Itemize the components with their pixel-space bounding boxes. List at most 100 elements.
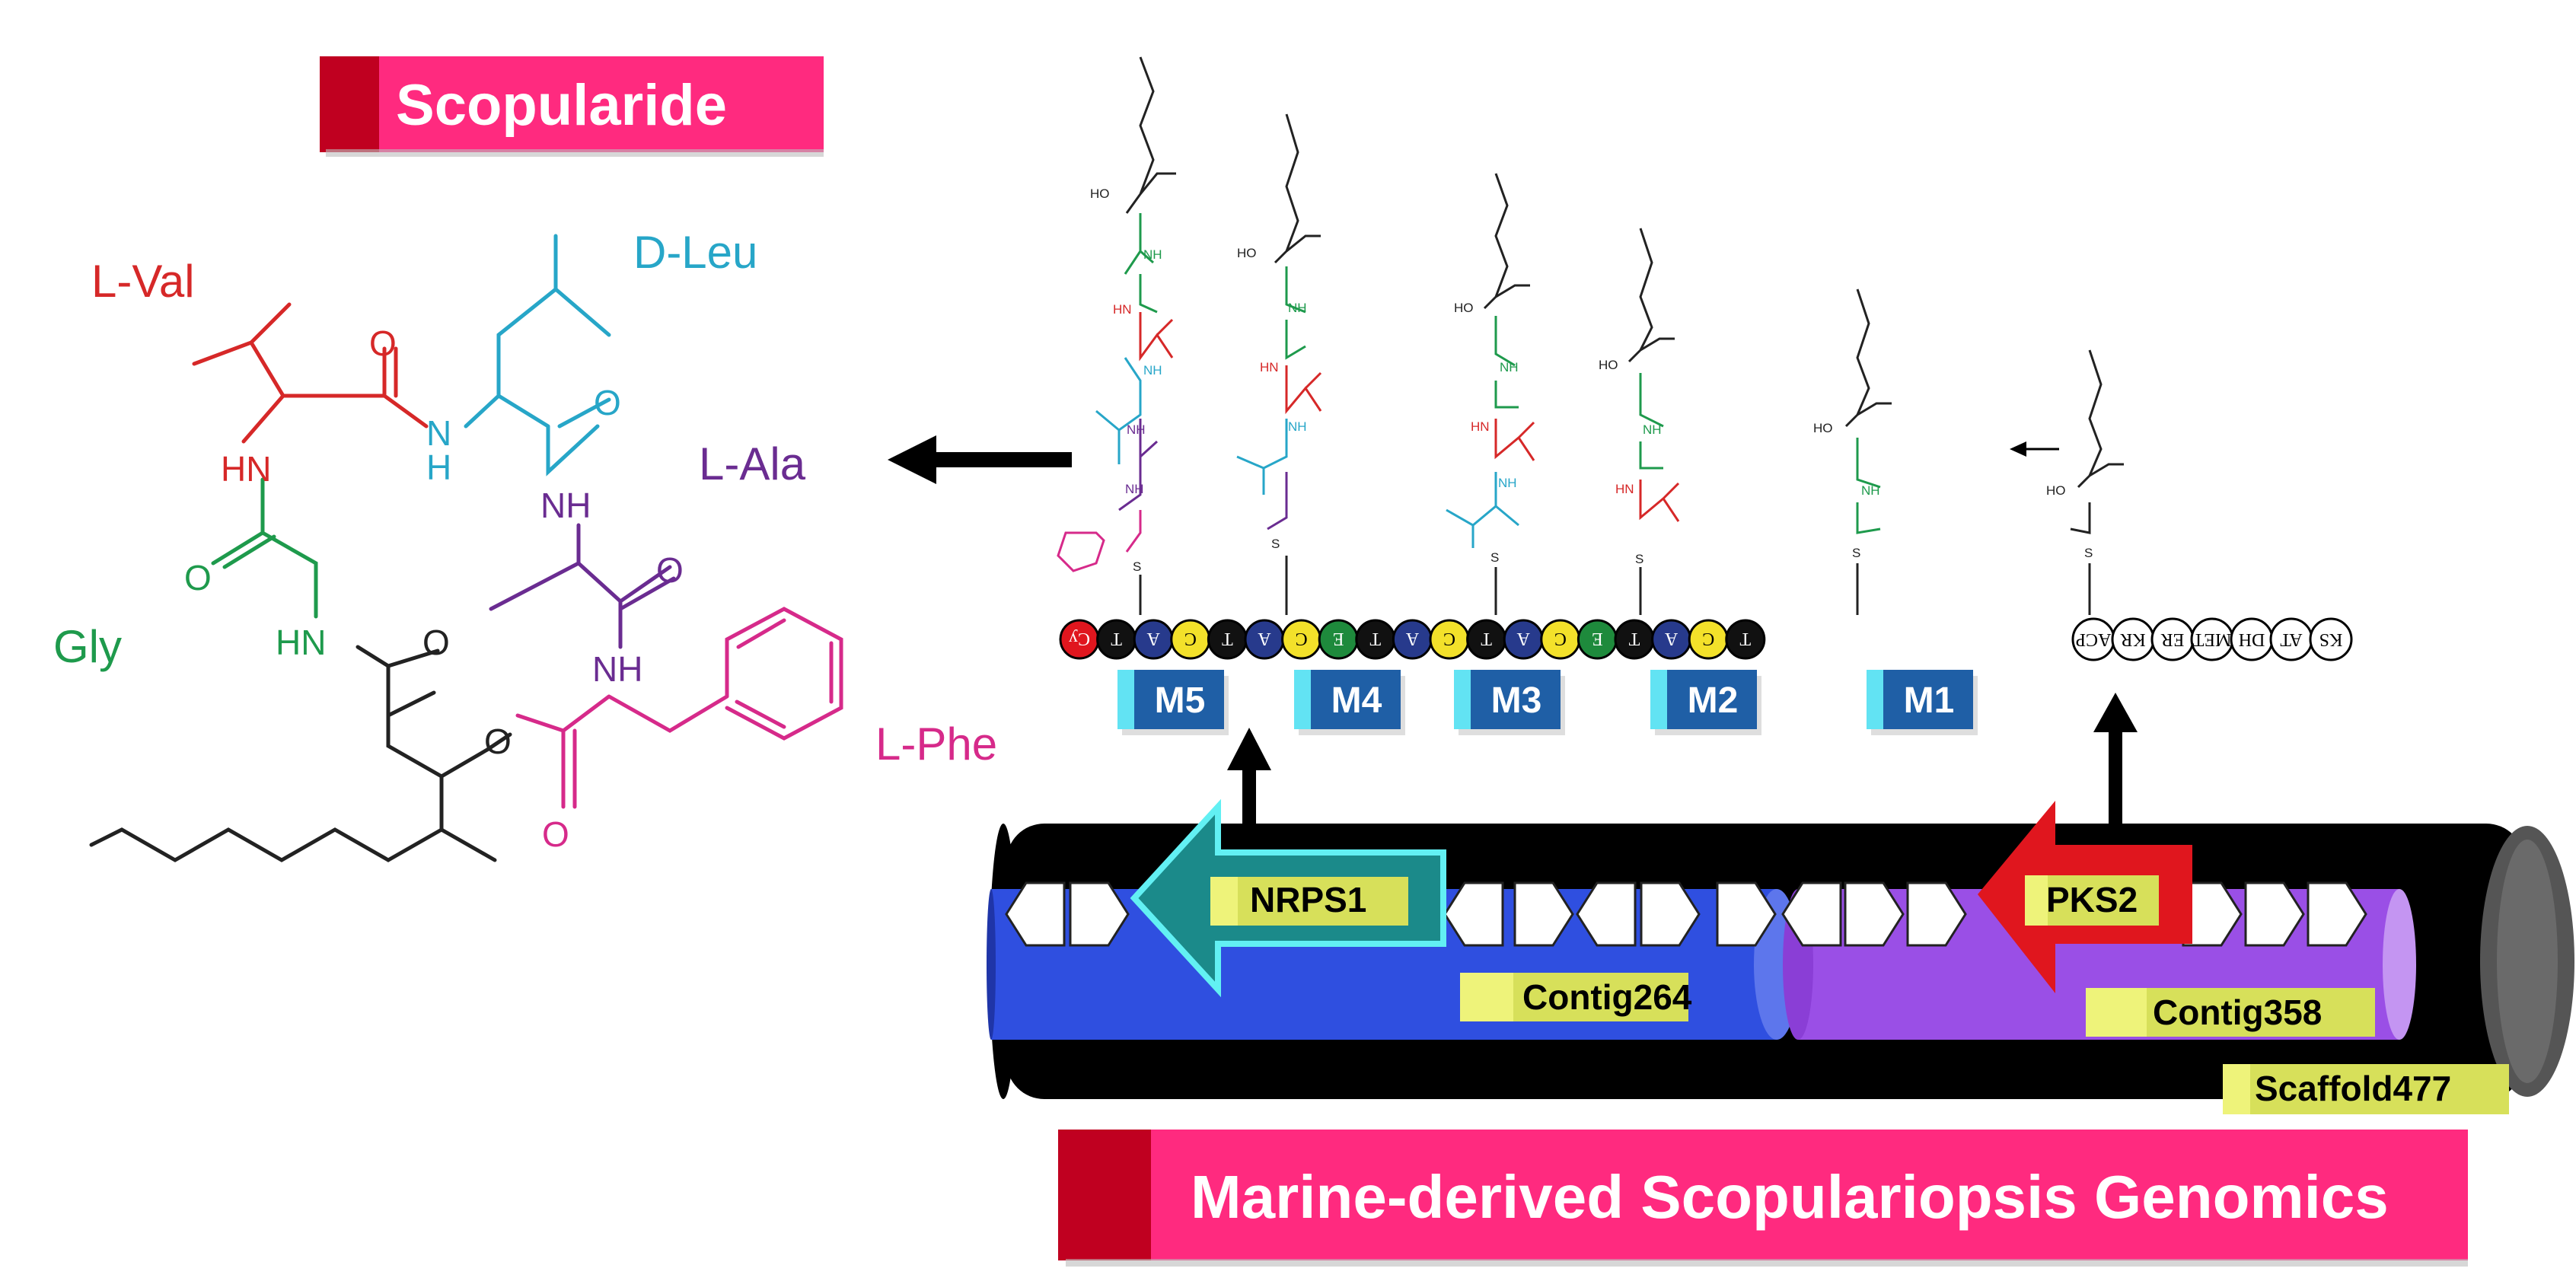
atom-nh: NH [540, 486, 591, 525]
nrps-domain-label-5: A [1258, 629, 1271, 648]
nrps-domain-label-4: T [1222, 629, 1233, 648]
bottom-banner: Marine-derived Scopulariopsis Genomics [1058, 1130, 2468, 1267]
contig264-label: Contig264 [1522, 977, 1692, 1017]
scopularide-structure: O HN N H O NH O O HN O NH O O [89, 234, 843, 862]
contig358-label: Contig358 [2153, 993, 2322, 1032]
gene-chevron [1513, 881, 1574, 947]
atom-nh: NH [1288, 301, 1307, 315]
module-label-M3: M3 [1491, 680, 1542, 721]
module-accent [1867, 670, 1883, 729]
module-box-M1 [1867, 670, 1973, 729]
nrps-domain-label-7: E [1333, 629, 1344, 648]
module-accent [1650, 670, 1667, 729]
module-box-M4 [1294, 670, 1401, 729]
nrps-domain-label-11: T [1481, 629, 1492, 648]
leucine-unit [464, 234, 611, 476]
pks-domain-label-0: ACP [2076, 629, 2112, 649]
atom-ho: HO [1237, 246, 1257, 260]
nrps-domain-label-2: A [1146, 629, 1160, 648]
atom-nh: NH [1127, 422, 1146, 437]
label-leu: D-Leu [633, 227, 757, 278]
nrps-domain-label-0: Cy [1069, 629, 1090, 648]
atom-o: O [422, 623, 450, 662]
intermediate-m3: HO NH HN NH S [1446, 173, 1535, 615]
nrps-domain-label-8: T [1369, 629, 1381, 648]
label-phe: L-Phe [875, 719, 997, 770]
gene-chevron [2307, 881, 2367, 947]
pks-domain-label-5: AT [2280, 629, 2303, 649]
nrps-domain-label-9: A [1405, 629, 1419, 648]
scaffold477-label-box: Scaffold477 [2223, 1064, 2509, 1114]
atom-s: S [2084, 546, 2093, 560]
contig264-label-box: Contig264 [1460, 973, 1692, 1021]
pks2-gene-arrow: PKS2 [1978, 801, 2192, 993]
atom-o: O [542, 814, 569, 854]
module-accent [1294, 670, 1311, 729]
gene-chevron [1640, 881, 1701, 947]
atom-s: S [1852, 546, 1860, 560]
module-accent [1454, 670, 1471, 729]
gene-chevron [1906, 881, 1967, 947]
module-box-M2 [1650, 670, 1757, 729]
atom-nh: NH [1500, 360, 1519, 374]
nrps-domain-label-12: A [1516, 629, 1530, 648]
module-label-M2: M2 [1688, 680, 1739, 721]
nrps-domain-label-18: T [1739, 629, 1751, 648]
atom-hn: HN [1260, 360, 1279, 374]
glycine-unit [211, 477, 318, 619]
atom-o: O [656, 550, 684, 590]
atom-ho: HO [1813, 421, 1833, 435]
atom-ho: HO [1454, 301, 1474, 315]
pks-domain-label-3: MET [2192, 629, 2231, 649]
gene-chevron [1069, 881, 1130, 947]
intermediate-m2: HO NH HN S [1599, 228, 1680, 615]
atom-nh: NH [1288, 419, 1307, 434]
atom-s: S [1133, 559, 1141, 574]
module-label-M5: M5 [1155, 680, 1206, 721]
label-val: L-Val [91, 256, 195, 307]
title-text: Scopularide [396, 73, 727, 138]
title-banner: Scopularide [320, 56, 824, 157]
atom-ho: HO [1090, 186, 1110, 201]
atom-nh: NH [1861, 483, 1880, 498]
scaffold-cylinder: NRPS1 PKS2 Contig264 Contig358 Scaffold4… [987, 798, 2574, 1114]
intermediate-pks: HO S [2046, 349, 2124, 615]
atom-ho: HO [2046, 483, 2066, 498]
atom-o: O [184, 558, 212, 597]
atom-nh: NH [1143, 247, 1162, 262]
gene-chevron [1443, 881, 1504, 947]
atom-hn: HN [276, 623, 326, 662]
atom-o: O [484, 722, 512, 761]
intermediate-m4: HO NH HN NH S [1236, 113, 1322, 615]
pks-domain-6 [2309, 617, 2353, 661]
nrps-domain-label-15: T [1628, 629, 1640, 648]
nrps1-gene-arrow: NRPS1 [1130, 798, 1446, 998]
intermediate-m5: HO NH HN NH NH NH S [1057, 56, 1176, 615]
atom-nh: NH [592, 649, 642, 689]
nrps-domain-label-13: C [1554, 629, 1567, 648]
module-label-M4: M4 [1331, 680, 1382, 721]
gene-chevron [1844, 881, 1905, 947]
phenylalanine-unit [515, 607, 843, 809]
atom-nh: NH [1498, 476, 1517, 490]
pks-domain-label-2: ER [2161, 629, 2185, 649]
gene-chevron [1716, 881, 1777, 947]
atom-s: S [1635, 552, 1643, 566]
atom-h: H [426, 448, 451, 487]
module-label-M1: M1 [1904, 680, 1955, 721]
pks-domain-label-1: KR [2120, 629, 2145, 649]
nrps-domain-label-16: A [1664, 629, 1678, 648]
atom-hn: HN [1113, 302, 1132, 317]
nrps-domain-label-6: C [1296, 629, 1308, 648]
module-accent [1117, 670, 1134, 729]
module-box-M5 [1117, 670, 1224, 729]
nrps-domain-label-17: C [1702, 629, 1714, 648]
gene-chevrons [1005, 881, 2367, 947]
nrps-domain-label-3: C [1184, 629, 1197, 648]
intermediates: HO NH HN NH NH NH S HO NH HN NH [1057, 56, 2124, 615]
nrps-domain-label-10: C [1443, 629, 1455, 648]
scaffold477-label: Scaffold477 [2255, 1069, 2451, 1108]
gene-chevron [2244, 881, 2305, 947]
